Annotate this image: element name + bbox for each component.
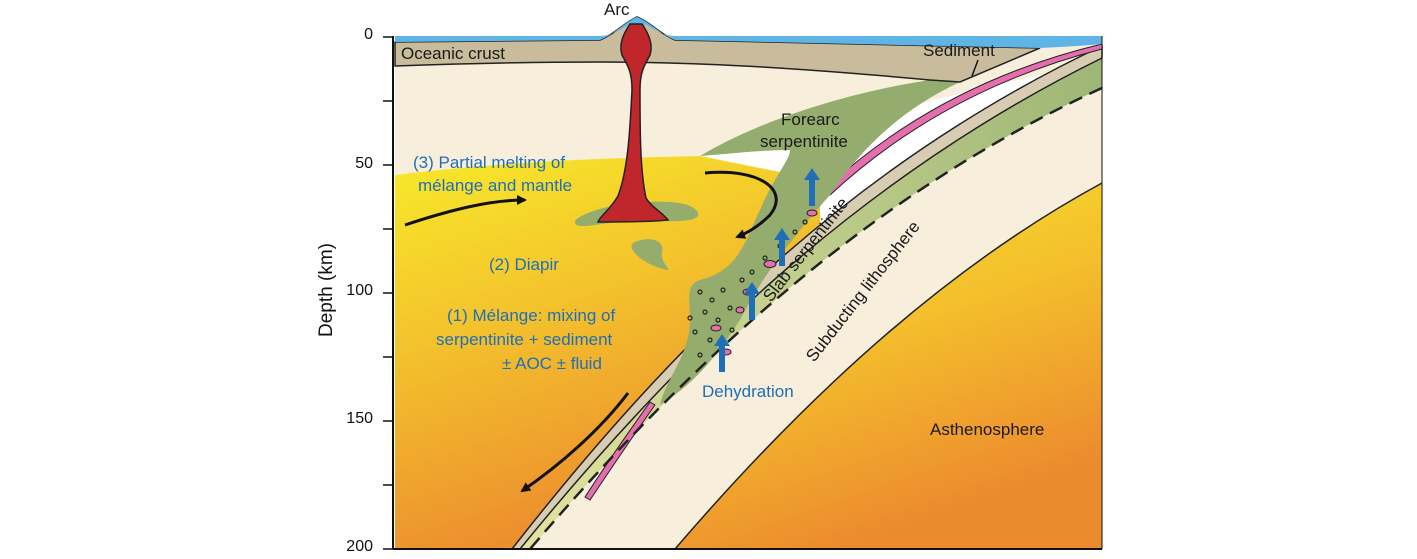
blue-arrow — [804, 168, 820, 206]
partial-melting-label-2: mélange and mantle — [418, 176, 573, 195]
blue-arrow — [774, 228, 790, 266]
arc-label: Arc — [604, 0, 630, 19]
subducting-lithosphere-band — [530, 88, 1102, 549]
asthenosphere-region — [675, 183, 1102, 549]
asthenosphere-label: Asthenosphere — [930, 420, 1045, 439]
magma-conduit — [596, 23, 670, 223]
forearc-label-2: serpentinite — [760, 132, 848, 151]
dehydration-label: Dehydration — [702, 382, 794, 401]
slab-boundary-dashed — [529, 86, 1103, 550]
tick-200: 200 — [346, 538, 373, 555]
tick-100: 100 — [346, 282, 373, 299]
asthenosphere-boundary — [674, 182, 1103, 550]
blue-arrow — [714, 334, 730, 372]
flow-arrow-corner — [704, 170, 778, 239]
melange-label-2: serpentinite + sediment — [436, 330, 613, 349]
tick-marks — [383, 36, 393, 550]
dehydration-arrows — [714, 168, 820, 372]
diapir-label: (2) Diapir — [489, 255, 559, 274]
depth-axis-title: Depth (km) — [316, 243, 337, 337]
forearc-serpentinite-region — [660, 80, 960, 405]
tick-50: 50 — [355, 155, 373, 172]
melange-label-1: (1) Mélange: mixing of — [447, 306, 616, 325]
oceanic-crust-label: Oceanic crust — [401, 44, 505, 63]
blue-arrow — [744, 282, 760, 320]
tick-150: 150 — [346, 410, 373, 427]
slab-serpentinite-band — [520, 58, 1102, 549]
diapir-blob-small — [631, 239, 669, 270]
tick-0: 0 — [364, 26, 373, 43]
flow-arrow-down — [520, 392, 630, 493]
melange-label-3: ± AOC ± fluid — [502, 354, 602, 373]
forearc-label-1: Forearc — [781, 110, 840, 129]
sediment-strip-lower — [584, 401, 656, 501]
ocean — [395, 17, 1102, 48]
sediment-leader — [971, 59, 979, 77]
partial-melting-label-1: (3) Partial melting of — [413, 153, 566, 172]
flow-arrow-left — [404, 195, 527, 227]
sediment-label: Sediment — [923, 41, 995, 60]
